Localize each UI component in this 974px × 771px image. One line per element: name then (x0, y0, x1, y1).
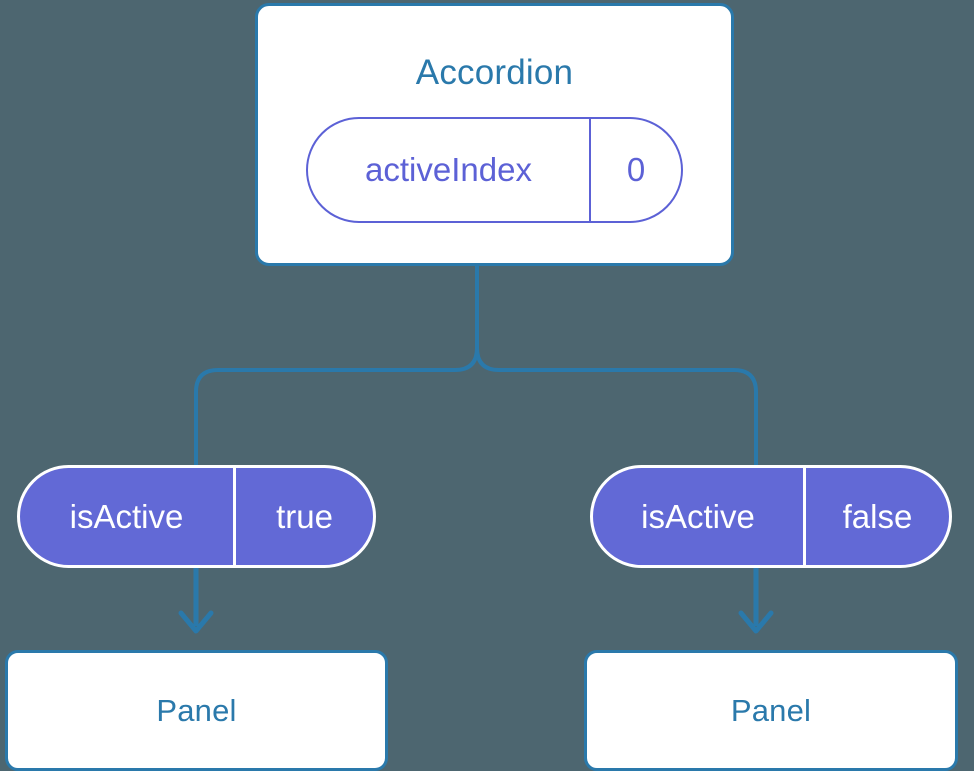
connector-trunk-split-right (475, 264, 758, 468)
prop-pill-active-index-key: activeIndex (365, 151, 532, 188)
prop-pill-is-active-true-key: isActive (69, 497, 184, 535)
prop-pill-active-index-value: 0 (589, 119, 681, 221)
prop-pill-is-active-true-value: true (233, 468, 373, 565)
accordion-node-title: Accordion (415, 53, 574, 92)
connector-trunk-split (194, 264, 479, 468)
prop-pill-is-active-false-value: false (803, 468, 949, 565)
prop-pill-is-active-true[interactable]: isActive true (17, 465, 376, 568)
prop-pill-is-active-false[interactable]: isActive false (590, 465, 952, 568)
panel-node-title-left: Panel (156, 693, 237, 728)
prop-pill-is-active-false-key: isActive (641, 497, 755, 535)
prop-pill-active-index[interactable]: activeIndex 0 (306, 117, 683, 223)
panel-component-node-right[interactable]: Panel (584, 650, 958, 771)
panel-component-node-left[interactable]: Panel (5, 650, 388, 771)
arrow-left-head (178, 610, 214, 634)
panel-node-title-right: Panel (730, 693, 812, 728)
arrow-right-head (738, 610, 774, 634)
